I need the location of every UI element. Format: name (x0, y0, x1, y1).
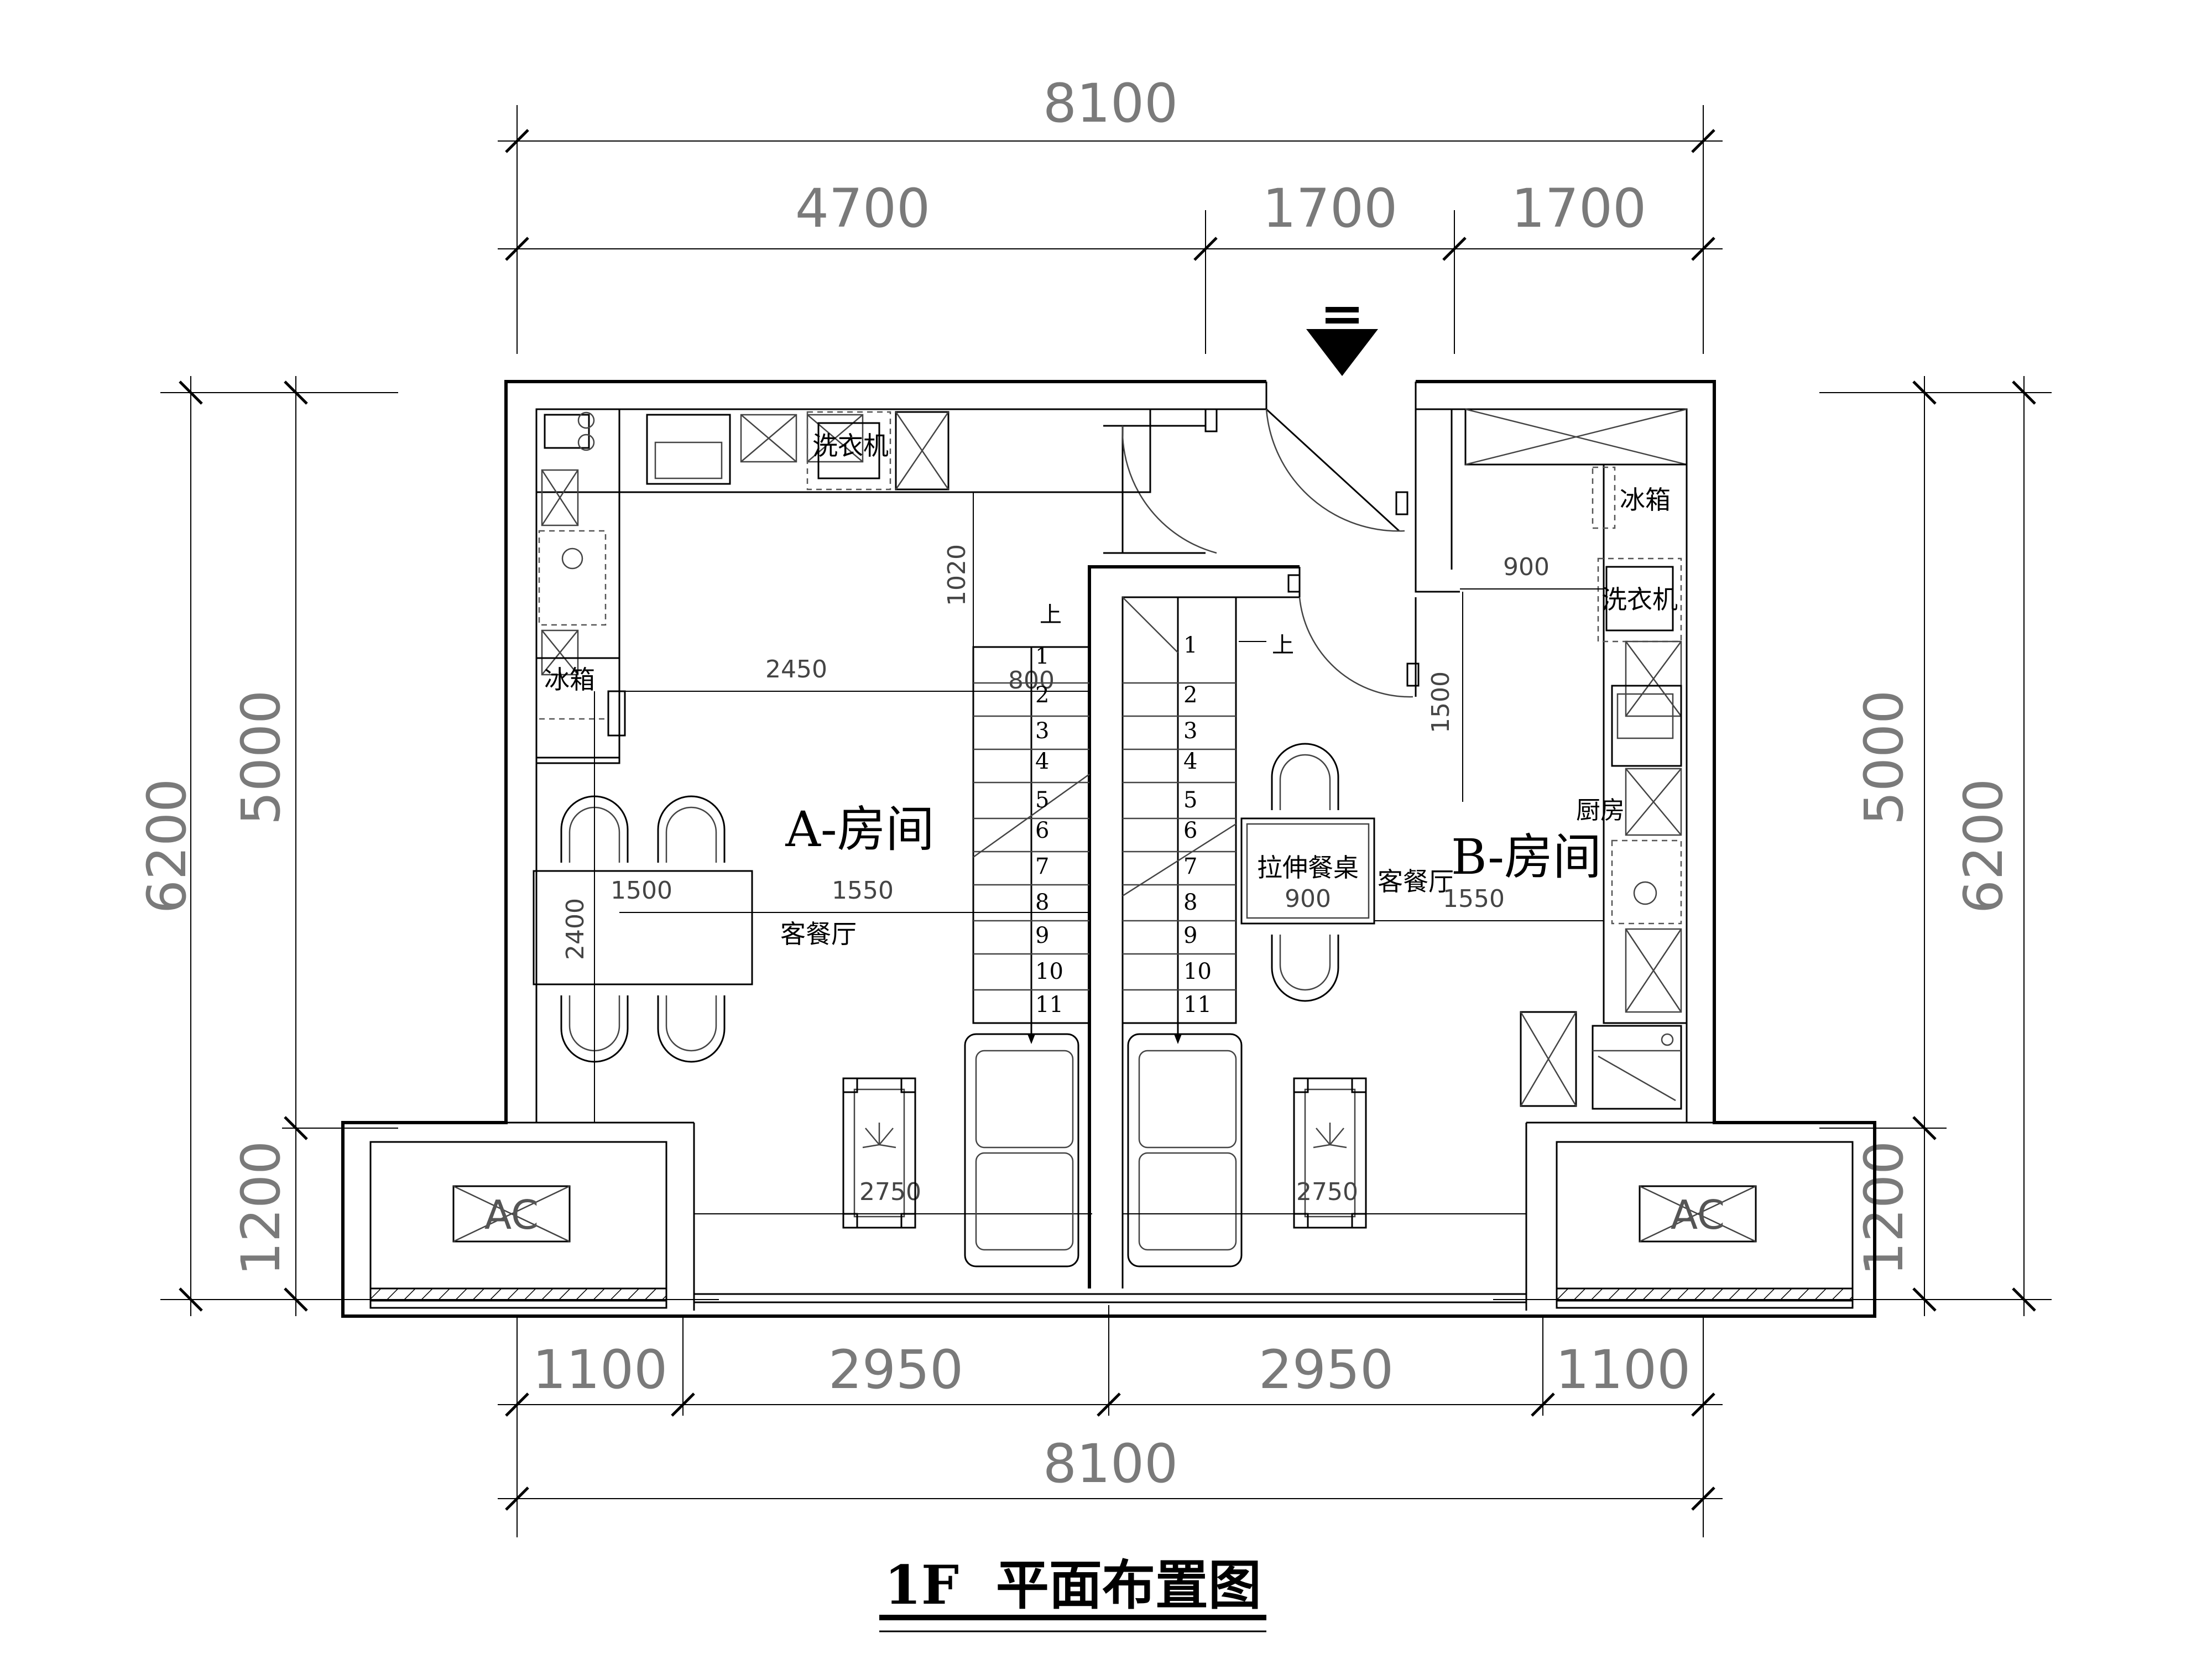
stair-a-steps: 1 2 3 4 5 6 7 8 9 10 11 (1035, 644, 1063, 1018)
stair-a-step: 1 (1035, 644, 1049, 669)
inner-dims-b (1374, 588, 1604, 921)
dim-1020: 1020 (943, 544, 971, 606)
stair-b-step: 8 (1183, 890, 1197, 915)
dim-right-6200: 6200 (1953, 779, 2015, 914)
dim-right-1200: 1200 (1853, 1141, 1915, 1276)
dim-bottom-2950-b: 2950 (1259, 1339, 1394, 1401)
stair-b-step: 5 (1183, 787, 1197, 813)
dim-bottom-1100-b: 1100 (1556, 1339, 1691, 1401)
sofa-b (1127, 1033, 1243, 1267)
dim-left-5000: 5000 (230, 690, 292, 825)
washer-a-label: 洗衣机 (812, 431, 889, 461)
dim-top-1700-a: 1700 (1262, 178, 1397, 239)
inner-dims-a (594, 492, 1092, 1214)
stair-a-step: 4 (1035, 749, 1049, 774)
dining-chairs-b (1271, 743, 1339, 1002)
dim-1550-a: 1550 (832, 877, 894, 905)
stair-a-step: 5 (1035, 787, 1049, 813)
living-dining-b-label: 客餐厅 (1378, 867, 1454, 896)
stair-a-step: 8 (1035, 890, 1049, 915)
staircase-b (1121, 596, 1266, 1044)
stair-a-step: 6 (1035, 818, 1049, 843)
kitchen-a-counter (535, 408, 1151, 764)
stair-a-step: 2 (1035, 682, 1049, 708)
dim-900-table: 900 (1285, 885, 1331, 913)
dim-1500-a: 1500 (611, 877, 672, 905)
dim-left-1200: 1200 (230, 1141, 292, 1276)
drawing-title: 1F 平面布置图 (884, 1554, 1261, 1616)
dim-top-4700: 4700 (795, 178, 930, 239)
dim-2400: 2400 (561, 898, 589, 960)
stair-b-step: 1 (1183, 633, 1197, 658)
stair-b-step: 7 (1183, 854, 1197, 879)
dining-table-a (533, 870, 753, 985)
doors (1121, 408, 1420, 698)
stair-b-step: 11 (1183, 992, 1212, 1018)
stair-a-step: 9 (1035, 923, 1049, 948)
dim-900-top: 900 (1503, 553, 1550, 581)
side-table-plant-a (842, 1077, 916, 1229)
ac-unit-left (452, 1185, 571, 1243)
stair-b-steps: 1 2 3 4 5 6 7 8 9 10 11 (1183, 633, 1212, 1018)
dim-2450: 2450 (765, 655, 827, 684)
stair-a-step: 3 (1035, 718, 1049, 744)
dim-left-6200: 6200 (136, 779, 198, 914)
stair-b-step: 3 (1183, 718, 1197, 744)
ac-left-label: AC (484, 1192, 539, 1238)
stair-a-step: 10 (1035, 959, 1063, 984)
dim-top-1700-b: 1700 (1511, 178, 1646, 239)
ext-table-label: 拉伸餐桌 (1257, 853, 1359, 883)
dim-1500-b: 1500 (1427, 671, 1455, 733)
bottom-dimensions (498, 1305, 1723, 1537)
staircase-a (972, 646, 1091, 1044)
ac-unit-right (1639, 1185, 1757, 1243)
dim-2750-b: 2750 (1296, 1178, 1358, 1206)
stair-b-step: 2 (1183, 682, 1197, 708)
living-dining-a-label: 客餐厅 (780, 919, 857, 949)
stair-b-step: 9 (1183, 923, 1197, 948)
stair-b-step: 10 (1183, 959, 1212, 984)
dim-right-5000: 5000 (1853, 690, 1915, 825)
stair-a-step: 7 (1035, 854, 1049, 879)
dim-2750-a: 2750 (859, 1178, 921, 1206)
dim-bottom-2950-a: 2950 (828, 1339, 963, 1401)
stair-b-up: 上 (1272, 633, 1294, 658)
room-b-label: B-房间 (1451, 828, 1601, 885)
fridge-b-label: 冰箱 (1620, 485, 1671, 515)
washer-b-label: 洗衣机 (1601, 585, 1678, 614)
stair-b-step: 4 (1183, 749, 1197, 774)
dim-bottom-total: 8100 (1043, 1433, 1178, 1495)
top-dimensions (498, 105, 1723, 354)
dim-top-total: 8100 (1043, 72, 1178, 134)
entrance-arrow-icon (1306, 307, 1378, 376)
room-a-label: A-房间 (785, 801, 934, 858)
ac-right-label: AC (1671, 1192, 1725, 1238)
extendable-table-b (1240, 817, 1375, 925)
kitchen-b-label: 厨房 (1576, 796, 1625, 825)
sofa-a (964, 1033, 1079, 1267)
stair-b-step: 6 (1183, 818, 1197, 843)
fridge-a-label: 冰箱 (544, 665, 595, 695)
stair-a-step: 11 (1035, 992, 1063, 1018)
stair-a-up: 上 (1040, 602, 1062, 628)
dim-bottom-1100-a: 1100 (533, 1339, 667, 1401)
dim-1550-b: 1550 (1443, 885, 1505, 913)
walls (341, 380, 1876, 1318)
kitchen-b-counter (1464, 408, 1688, 1110)
